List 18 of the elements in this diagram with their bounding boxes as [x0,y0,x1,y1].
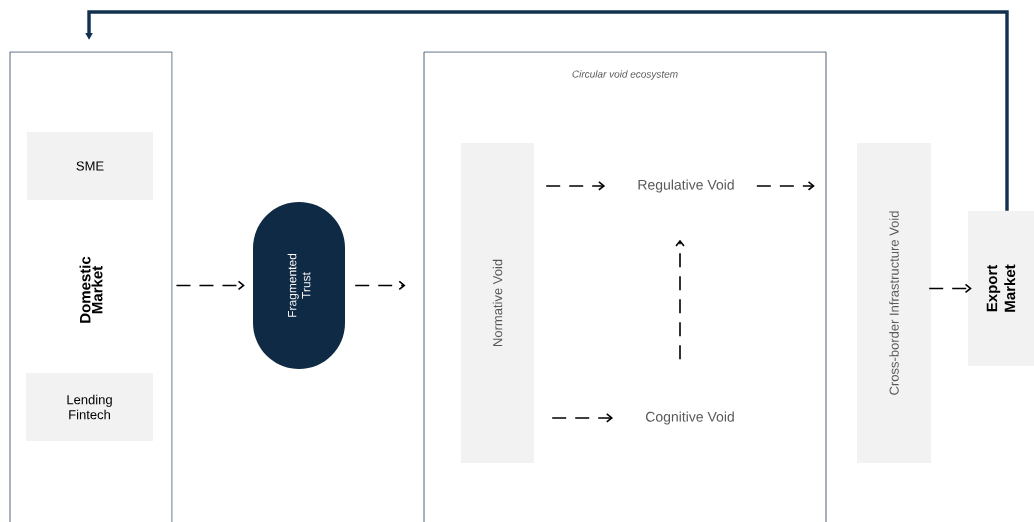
label-box: SME [27,132,153,200]
arrow [928,283,972,294]
arrow [354,280,406,291]
panel-heading: Circular void ecosystem [572,70,678,80]
pill-node: Fragmented Trust [253,202,345,369]
arrow [545,181,606,191]
panel-title: Domestic Market [79,256,103,323]
label-box: Lending Fintech [26,373,153,441]
arrow [675,239,685,361]
label-box: Cross-border Infrastructure Void [857,143,931,463]
label-box: Export Market [968,211,1034,366]
arrow [756,181,815,191]
arrow [175,280,245,291]
arrow [551,413,614,423]
node-text: Cognitive Void [645,411,734,425]
label-box: Normative Void [461,143,534,463]
node-text: Regulative Void [638,179,734,193]
arrow [85,10,1009,211]
